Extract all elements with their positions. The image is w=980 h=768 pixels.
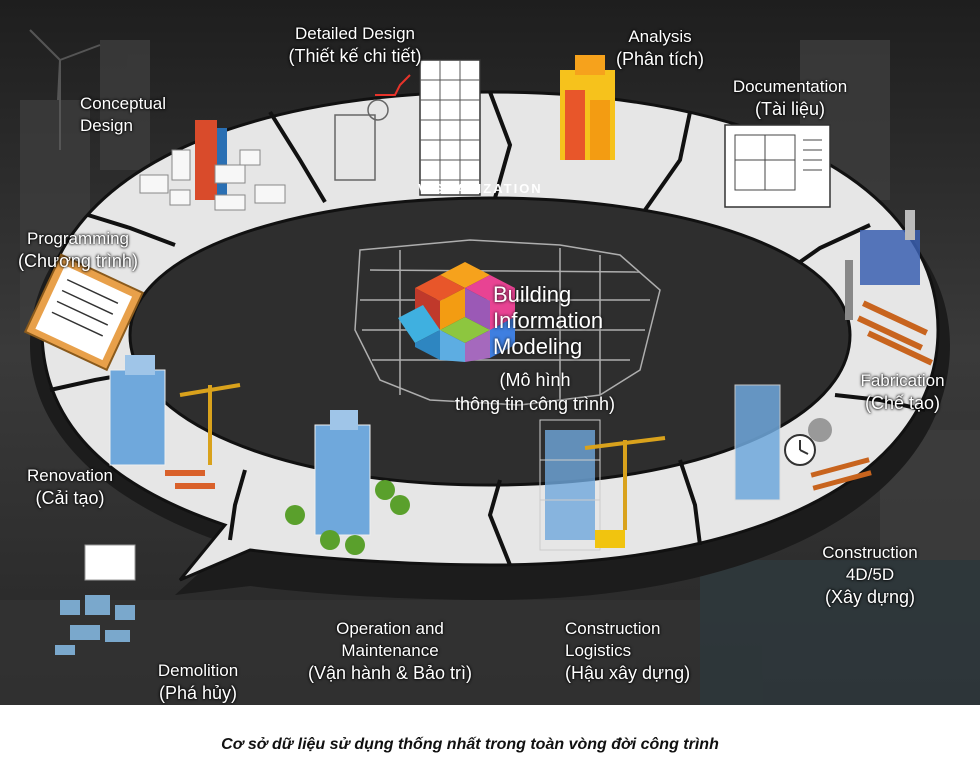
wind-turbine-icon [29, 29, 101, 150]
documentation-label-vi: (Tài liệu) [754, 99, 825, 119]
stage-label-programming: Programming (Chương trình) [8, 228, 148, 272]
detailed-label-en: Detailed Design [294, 24, 415, 43]
conceptual-design-model-icon [139, 120, 286, 211]
conceptual-label-line2: Design [80, 116, 133, 135]
programming-label-en: Programming [26, 229, 130, 248]
visualization-ring-label: VISUALIZATION [418, 181, 543, 196]
bim-subtitle-line2: thông tin công trình) [454, 394, 616, 414]
operation-building-trees-icon [285, 410, 410, 555]
fabrication-machine-icon [845, 210, 933, 366]
fabrication-label-en: Fabrication [860, 371, 945, 390]
stage-label-documentation: Documentation (Tài liệu) [715, 76, 865, 120]
construction-logistics-crane-icon [539, 419, 666, 551]
bim-title-line3: Modeling [493, 334, 583, 359]
stage-label-detailed-design: Detailed Design (Thiết kế chi tiết) [255, 23, 455, 67]
programming-clipboard-icon [23, 253, 145, 372]
logistics-label-line2: Logistics [565, 641, 632, 660]
figure-caption: Cơ sở dữ liệu sử dụng thống nhất trong t… [221, 736, 719, 753]
fabrication-label-vi: (Chế tạo) [864, 393, 941, 413]
stage-label-analysis: Analysis (Phân tích) [595, 26, 725, 70]
stage-label-construction-logistics: Construction Logistics (Hậu xây dựng) [565, 618, 705, 684]
construction-label-line1: Construction [822, 543, 918, 562]
renovation-label-vi: (Cải tạo) [35, 488, 105, 508]
bim-title-line1: Building [493, 282, 572, 307]
programming-label-vi: (Chương trình) [18, 251, 138, 271]
renovation-label-en: Renovation [26, 466, 113, 485]
stage-label-conceptual-design: Conceptual Design [80, 93, 166, 137]
bim-subtitle-line1: (Mô hình [499, 370, 571, 390]
bim-subtitle: (Mô hình thông tin công trình) [430, 368, 640, 416]
construction-label-line2: 4D/5D [845, 565, 895, 584]
detailed-label-vi: (Thiết kế chi tiết) [288, 46, 422, 66]
diagram-canvas: Conceptual Design Detailed Design (Thiết… [0, 0, 980, 705]
construction-4d5d-building-clock-icon [734, 384, 872, 501]
analysis-label-vi: (Phân tích) [615, 49, 705, 69]
analysis-label-en: Analysis [628, 27, 692, 46]
operation-label-vi: (Vận hành & Bảo trì) [307, 663, 473, 683]
stage-label-fabrication: Fabrication (Chế tạo) [830, 370, 975, 414]
bim-title-line2: Information [493, 308, 604, 333]
demolition-label-vi: (Phá hủy) [158, 683, 238, 703]
bim-title: Building Information Modeling [493, 282, 603, 360]
bim-cube-logo-icon [398, 262, 515, 362]
construction-label-vi: (Xây dựng) [824, 587, 916, 607]
analysis-heatmap-tower-icon [560, 55, 615, 160]
stage-label-renovation: Renovation (Cải tạo) [15, 465, 125, 509]
operation-label-line1: Operation and [336, 619, 444, 638]
renovation-building-crane-icon [109, 355, 241, 489]
demolition-debris-icon [55, 544, 136, 655]
detailed-design-tower-icon [334, 59, 481, 196]
documentation-label-en: Documentation [732, 77, 848, 96]
documentation-drawing-sheet-icon [724, 124, 831, 208]
stage-label-operation-maintenance: Operation and Maintenance (Vận hành & Bả… [290, 618, 490, 684]
logistics-label-line1: Construction [565, 619, 661, 638]
logistics-label-vi: (Hậu xây dựng) [565, 663, 691, 683]
stage-label-demolition: Demolition (Phá hủy) [143, 660, 253, 704]
stage-label-construction-4d5d: Construction 4D/5D (Xây dựng) [805, 542, 935, 608]
demolition-label-en: Demolition [157, 661, 239, 680]
bim-lifecycle-illustration [0, 0, 980, 705]
operation-label-line2: Maintenance [341, 641, 439, 660]
conceptual-label-line1: Conceptual [80, 94, 167, 113]
